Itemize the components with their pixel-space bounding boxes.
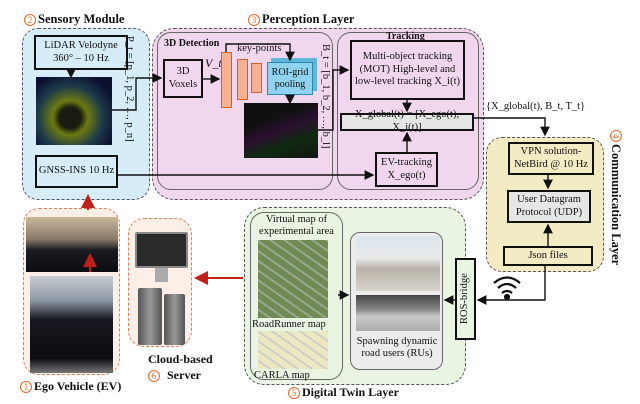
monitor-stand xyxy=(155,268,168,282)
tracking-label: Tracking xyxy=(386,31,425,42)
json-box: Json files xyxy=(503,246,593,266)
network-layer-3 xyxy=(251,63,262,93)
wifi-icon xyxy=(493,276,521,301)
carla-map-image xyxy=(258,331,328,369)
cloud-title: Cloud-based xyxy=(148,352,213,366)
mot-box: Multi-object tracking (MOT) High-level a… xyxy=(350,40,465,100)
virtual-map-label: Virtual map of experimental area xyxy=(259,214,334,238)
vt-label: V_t xyxy=(205,56,222,70)
xglobal-box: X_global(t) = [X_ego(t), X_i(t)] xyxy=(340,109,474,133)
roi-pooling-box: ROI-grid pooling xyxy=(267,62,313,95)
server-icon-2 xyxy=(164,294,185,345)
lidar-box: LiDAR Velodyne 360° – 10 Hz xyxy=(34,35,128,70)
ev-tracking-box: EV-tracking X_ego(t) xyxy=(375,152,438,187)
server-icon xyxy=(138,288,162,345)
spawn-label: Spawning dynamic road users (RUs) xyxy=(356,336,438,360)
keypoints-label: key-points xyxy=(237,43,282,54)
lidar-pointcloud-image xyxy=(36,77,112,145)
vpn-box: VPN solution-NetBird @ 10 Hz xyxy=(508,142,594,175)
xglobal-to-vpn-arrow xyxy=(474,117,550,137)
voxels-box: 3D Voxels xyxy=(163,59,203,98)
gnss-box: GNSS-INS 10 Hz xyxy=(35,155,118,188)
network-layer-2 xyxy=(237,59,248,100)
roadrunner-map-image xyxy=(258,240,328,318)
ros-bridge-box: ROS-bridge xyxy=(455,258,476,340)
output-set-label: {X_global(t), B_t, T_t} xyxy=(486,101,586,112)
detection-result-image xyxy=(244,103,318,158)
pt-label: P_t = [p_1, p_2, …, p_n] xyxy=(124,36,135,142)
carla-label: CARLA map xyxy=(254,370,310,381)
roadrunner-label: RoadRunner map xyxy=(252,319,326,330)
network-layer-1 xyxy=(221,52,232,108)
simulation-image-2 xyxy=(356,295,440,331)
bt-label: B_t = [b_1, b_2, …, b_l] xyxy=(320,44,331,149)
simulation-image-1 xyxy=(356,236,440,291)
detection-label: 3D Detection xyxy=(164,38,220,49)
ego-car-photo xyxy=(30,276,113,373)
cloud-title-2: 6 Server xyxy=(148,368,201,383)
sensor-rack-photo xyxy=(26,217,118,272)
udp-box: User Datagram Protocol (UDP) xyxy=(507,190,591,223)
monitor-icon xyxy=(135,232,188,268)
